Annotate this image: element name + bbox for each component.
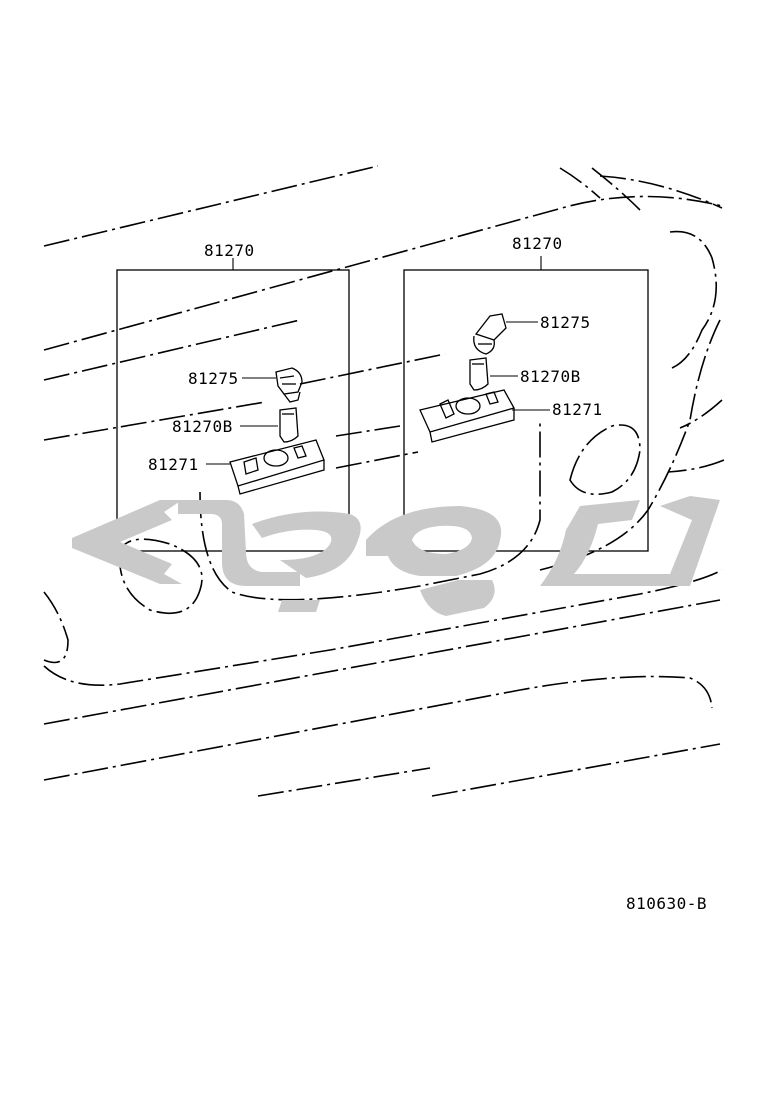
vehicle-body-outline xyxy=(43,165,725,797)
right-group-frame xyxy=(403,269,649,552)
label-left-lens: 81271 xyxy=(148,455,199,474)
label-left-bulb: 81270B xyxy=(172,417,233,436)
left-socket-icon xyxy=(275,367,303,403)
watermark-logo xyxy=(72,496,720,616)
label-right-assembly: 81270 xyxy=(512,234,563,253)
left-bulb-icon xyxy=(279,407,299,443)
right-assembly-box xyxy=(403,256,649,552)
label-right-socket: 81275 xyxy=(540,313,591,332)
label-right-bulb: 81270B xyxy=(520,367,581,386)
right-lens-icon xyxy=(419,389,515,443)
label-left-assembly: 81270 xyxy=(204,241,255,260)
label-left-socket: 81275 xyxy=(188,369,239,388)
left-lens-icon xyxy=(229,439,325,495)
right-bulb-icon xyxy=(469,357,489,391)
right-socket-icon xyxy=(473,313,507,355)
label-right-lens: 81271 xyxy=(552,400,603,419)
diagram-reference-code: 810630-B xyxy=(626,894,707,913)
